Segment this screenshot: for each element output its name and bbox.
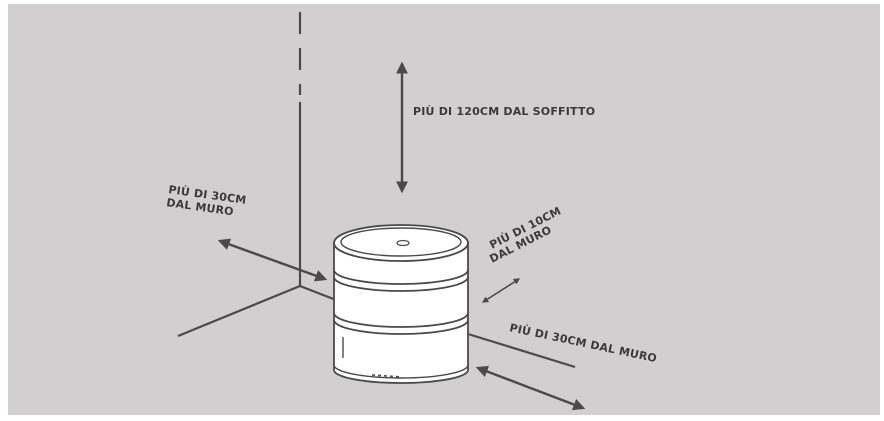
floor-left-line <box>177 284 301 338</box>
back-wall-arrow <box>481 278 521 303</box>
device-ring-1 <box>333 269 469 285</box>
left-wall-arrow <box>217 238 328 282</box>
device-ring-2 <box>333 276 469 292</box>
right-wall-arrow <box>475 365 586 411</box>
device-top-button <box>396 239 410 247</box>
device-ring-3 <box>333 312 469 328</box>
device-body <box>333 242 469 384</box>
ceiling-distance-label: PIÙ DI 120CM DAL SOFFITTO <box>413 105 595 118</box>
device-base <box>333 364 469 379</box>
floor-right-line-far <box>467 332 576 369</box>
device-status-dots <box>371 374 403 378</box>
right-wall-distance-label: PIÙ DI 30CM DAL MURO <box>508 321 658 365</box>
distance-arrows <box>217 61 586 411</box>
device-cylinder <box>333 224 469 384</box>
floor-right-line <box>299 284 337 302</box>
device-ring-4 <box>333 319 469 335</box>
